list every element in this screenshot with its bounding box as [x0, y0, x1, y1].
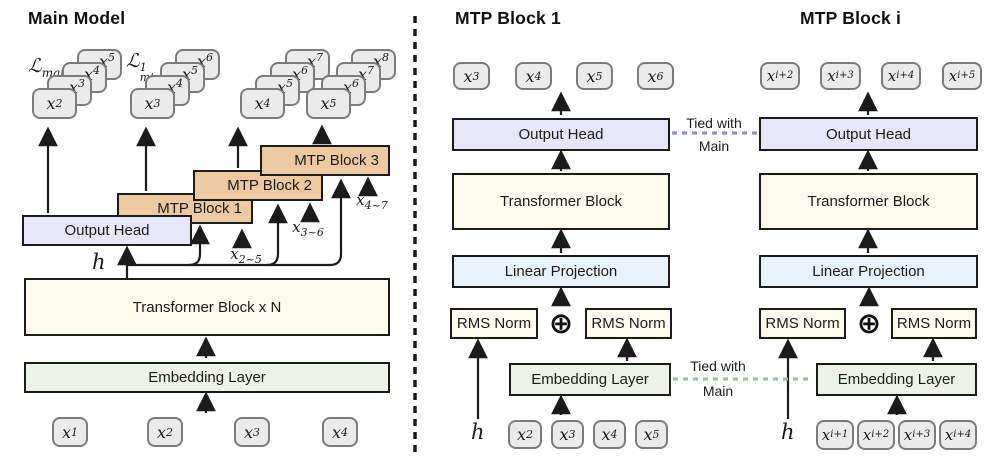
h-branch-line [266, 203, 288, 267]
mtp1-output-head-box: Output Head [452, 118, 670, 151]
main-output-head-box: Output Head [22, 215, 192, 246]
tie-label-line1: Tied with [686, 115, 742, 131]
loss-symbol: ℒ [126, 50, 140, 72]
main-transformer-block-box: Transformer Block x N [24, 278, 390, 336]
panel-title-mtp-block-1: MTP Block 1 [455, 8, 561, 28]
mtp1-embedding-layer-box: Embedding Layer [509, 363, 671, 396]
mtp1-rms-norm-right-box: RMS Norm [585, 308, 672, 339]
main-embedding-layer-box: Embedding Layer [24, 362, 390, 393]
token-range-label: x3~6 [292, 218, 324, 239]
mtpi-transformer-block-box: Transformer Block [759, 173, 978, 230]
mtp1-rms-norm-left-box: RMS Norm [450, 308, 538, 339]
mtpi-embedding-layer-box: Embedding Layer [816, 363, 977, 396]
loss-superscript: 1 [139, 61, 147, 74]
tie-label-line2: Main [698, 138, 730, 154]
mtpi-output-head-box: Output Head [759, 117, 978, 151]
mtpi-rms-norm-right-box: RMS Norm [891, 308, 977, 339]
circled-plus-icon: ⊕ [856, 306, 882, 340]
hidden-state-label: h [92, 250, 106, 274]
panel-title-mtp-block-i: MTP Block i [800, 8, 902, 28]
tied-with-main-label: Tied with Main [672, 356, 764, 401]
mtpi-rms-norm-left-box: RMS Norm [759, 308, 846, 339]
mtpi-linear-projection-box: Linear Projection [759, 255, 978, 288]
hidden-state-label: h [781, 420, 795, 444]
token-range-label: x2~5 [230, 245, 262, 266]
circled-plus-icon: ⊕ [548, 306, 574, 340]
loss-symbol: ℒ [28, 55, 42, 77]
hidden-state-label: h [471, 420, 485, 444]
tie-label-line1: Tied with [690, 358, 746, 374]
tied-with-main-label: Tied with Main [668, 113, 760, 156]
panel-title-main-model: Main Model [28, 8, 126, 28]
tie-label-line2: Main [702, 383, 734, 399]
token-range-label: x4~7 [356, 191, 388, 212]
mtp1-linear-projection-box: Linear Projection [452, 255, 670, 288]
mtp1-transformer-block-box: Transformer Block [452, 173, 670, 230]
main-mtp-block-3-box: MTP Block 3 [260, 145, 390, 176]
